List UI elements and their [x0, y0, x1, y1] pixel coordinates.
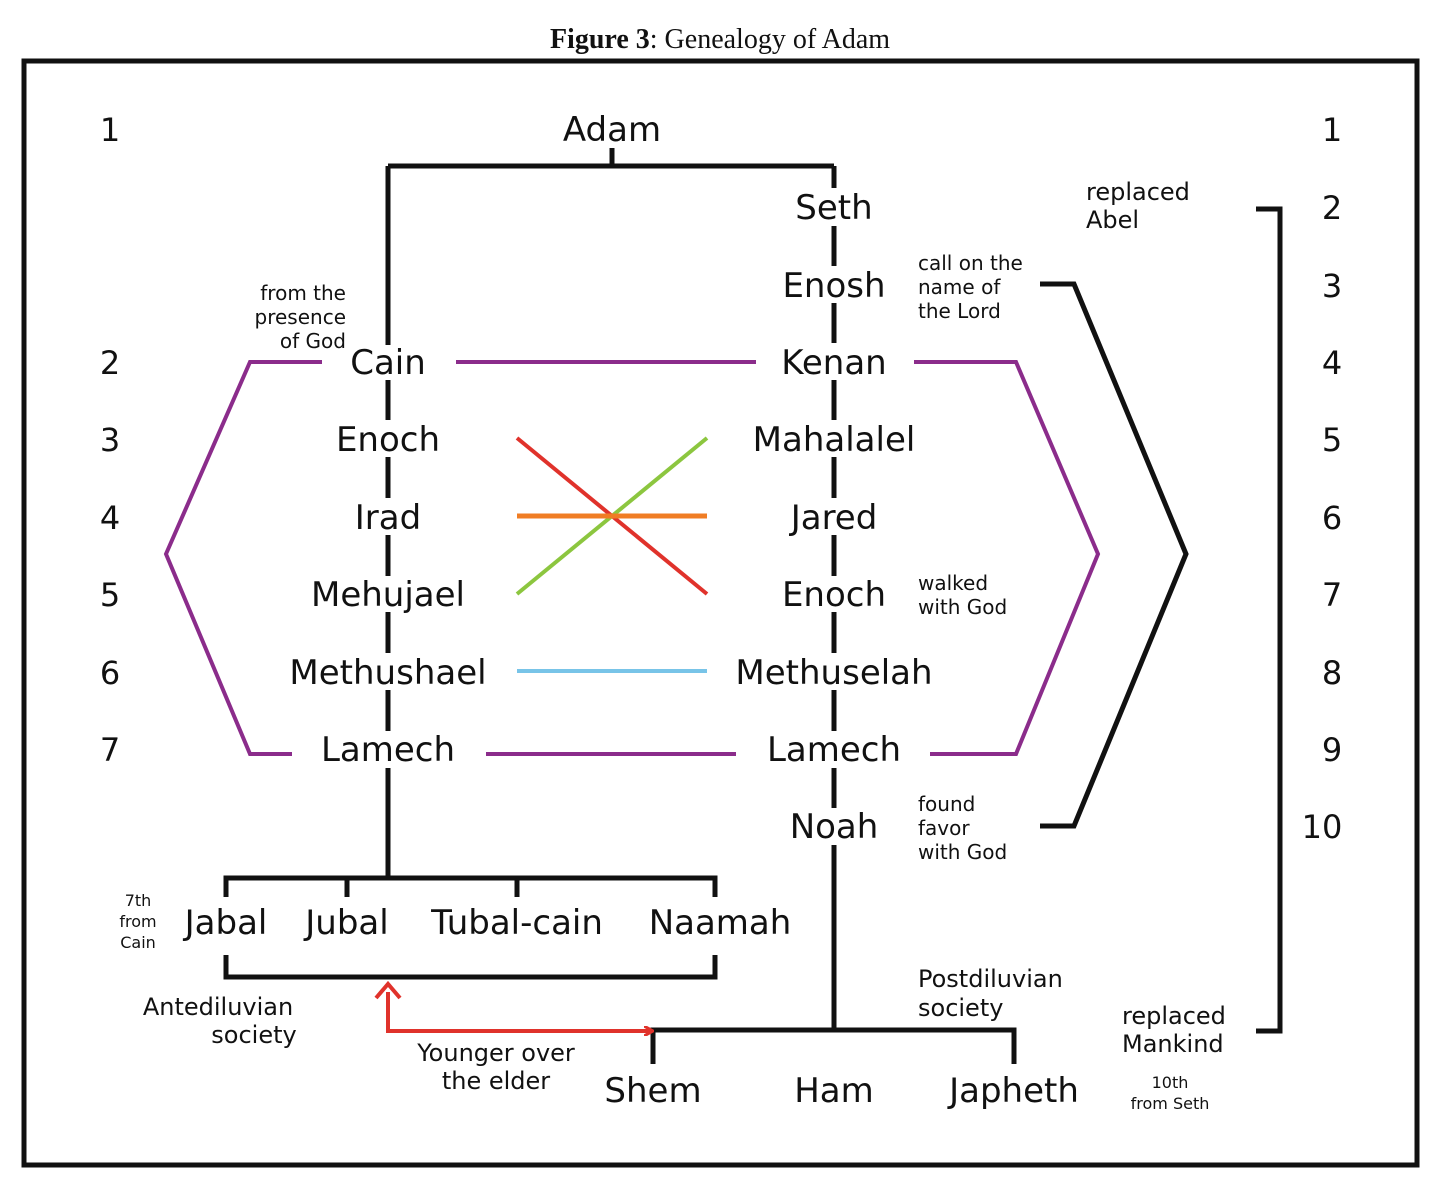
person-methuselah: Methuselah	[735, 653, 932, 693]
note-line: call on the	[918, 251, 1023, 275]
person-enoch-cainite: Enoch	[336, 420, 440, 460]
person-shem: Shem	[604, 1071, 701, 1111]
person-tubal-cain: Tubal-cain	[430, 903, 603, 943]
note-line: presence	[255, 305, 346, 329]
person-noah: Noah	[790, 807, 879, 847]
left-generation-number: 5	[100, 576, 120, 614]
person-kenan: Kenan	[781, 343, 886, 383]
note-line: Mankind	[1122, 1030, 1224, 1058]
note-walked-with-god: walked with God	[918, 571, 1007, 619]
note-antediluvian: Antediluvian society	[143, 993, 297, 1049]
right-generation-number: 1	[1322, 111, 1342, 149]
lamech-children-bottom-bracket	[223, 955, 718, 980]
right-generation-number: 4	[1322, 344, 1342, 382]
note-line: society	[211, 1021, 296, 1049]
note-line: of God	[280, 329, 346, 353]
right-generation-number: 10	[1302, 808, 1343, 846]
note-line: 10th	[1152, 1073, 1189, 1092]
note-line: replaced	[1086, 178, 1190, 206]
note-from-presence: from the presence of God	[255, 281, 346, 353]
person-mehujael: Mehujael	[311, 575, 465, 615]
figure-title-label: Figure 3	[550, 24, 650, 55]
note-line: 7th	[125, 891, 152, 910]
note-postdiluvian: Postdiluvian society	[918, 965, 1063, 1022]
note-replaced-mankind: replaced Mankind	[1122, 1002, 1226, 1058]
person-japheth: Japheth	[947, 1071, 1079, 1111]
person-lamech-cainite: Lamech	[321, 730, 455, 770]
note-line: with God	[918, 595, 1007, 619]
left-generation-number: 7	[100, 731, 120, 769]
person-methushael: Methushael	[289, 653, 486, 693]
person-seth: Seth	[795, 188, 872, 228]
left-generation-number: 6	[100, 654, 120, 692]
note-line: name of	[918, 275, 1001, 299]
person-enoch-sethite: Enoch	[782, 575, 886, 615]
note-line: the Lord	[918, 299, 1001, 323]
note-line: replaced	[1122, 1002, 1226, 1030]
figure-title-text: : Genealogy of Adam	[650, 24, 890, 55]
person-irad: Irad	[355, 498, 421, 538]
figure-title: Figure 3: Genealogy of Adam	[550, 24, 890, 55]
note-line: Abel	[1086, 206, 1139, 234]
younger-over-elder-arrow	[386, 992, 652, 1031]
note-line: from	[119, 912, 156, 931]
diagram-frame	[21, 58, 1420, 1168]
note-line: Younger over	[416, 1039, 575, 1067]
chevron-bracket	[1040, 281, 1189, 829]
left-generation-number: 3	[100, 421, 120, 459]
right-hexagon-edge	[914, 360, 1101, 756]
right-generation-number: 7	[1322, 576, 1342, 614]
note-line: the elder	[442, 1067, 550, 1095]
person-naamah: Naamah	[649, 903, 792, 943]
note-line: with God	[918, 840, 1007, 864]
note-replaced-abel: replaced Abel	[1086, 178, 1190, 234]
right-generation-number: 2	[1322, 189, 1342, 227]
right-generation-number: 8	[1322, 654, 1342, 692]
note-line: found	[918, 792, 975, 816]
right-generation-number: 5	[1322, 421, 1342, 459]
person-jabal: Jabal	[183, 903, 268, 943]
right-generation-number: 6	[1322, 499, 1342, 537]
tree-connectors	[223, 148, 1283, 1064]
left-generation-number: 2	[100, 344, 120, 382]
left-hexagon-edge	[163, 360, 322, 756]
note-line: favor	[918, 816, 970, 840]
person-adam: Adam	[563, 110, 661, 150]
note-call-on-name: call on the name of the Lord	[918, 251, 1023, 323]
right-bracket	[1256, 206, 1283, 1034]
note-line: from Seth	[1131, 1094, 1210, 1113]
left-generation-number: 4	[100, 499, 120, 537]
person-jubal: Jubal	[303, 903, 388, 943]
right-generation-number: 3	[1322, 267, 1342, 305]
purple-links	[163, 360, 1101, 756]
note-line: Cain	[120, 933, 156, 952]
note-line: walked	[918, 571, 988, 595]
arrow-up-head	[374, 980, 402, 1000]
note-line: society	[918, 994, 1003, 1022]
adam-branch-line	[385, 148, 837, 345]
person-mahalalel: Mahalalel	[753, 420, 916, 460]
note-line: Antediluvian	[143, 993, 293, 1021]
note-line: from the	[260, 281, 346, 305]
note-tenth-from-seth: 10th from Seth	[1131, 1073, 1210, 1113]
person-lamech-sethite: Lamech	[767, 730, 901, 770]
person-enosh: Enosh	[782, 266, 885, 306]
note-seventh-from-cain: 7th from Cain	[119, 891, 156, 952]
person-ham: Ham	[794, 1071, 874, 1111]
note-line: Postdiluvian	[918, 965, 1063, 993]
note-found-favor: found favor with God	[918, 792, 1007, 864]
note-younger-over-elder: Younger over the elder	[416, 1039, 575, 1095]
right-generation-number: 9	[1322, 731, 1342, 769]
noah-children-bracket	[650, 1027, 1017, 1064]
person-jared: Jared	[789, 498, 878, 538]
left-generation-number: 1	[100, 111, 120, 149]
person-cain: Cain	[350, 343, 426, 383]
lamech-children-top-bracket	[223, 875, 718, 897]
